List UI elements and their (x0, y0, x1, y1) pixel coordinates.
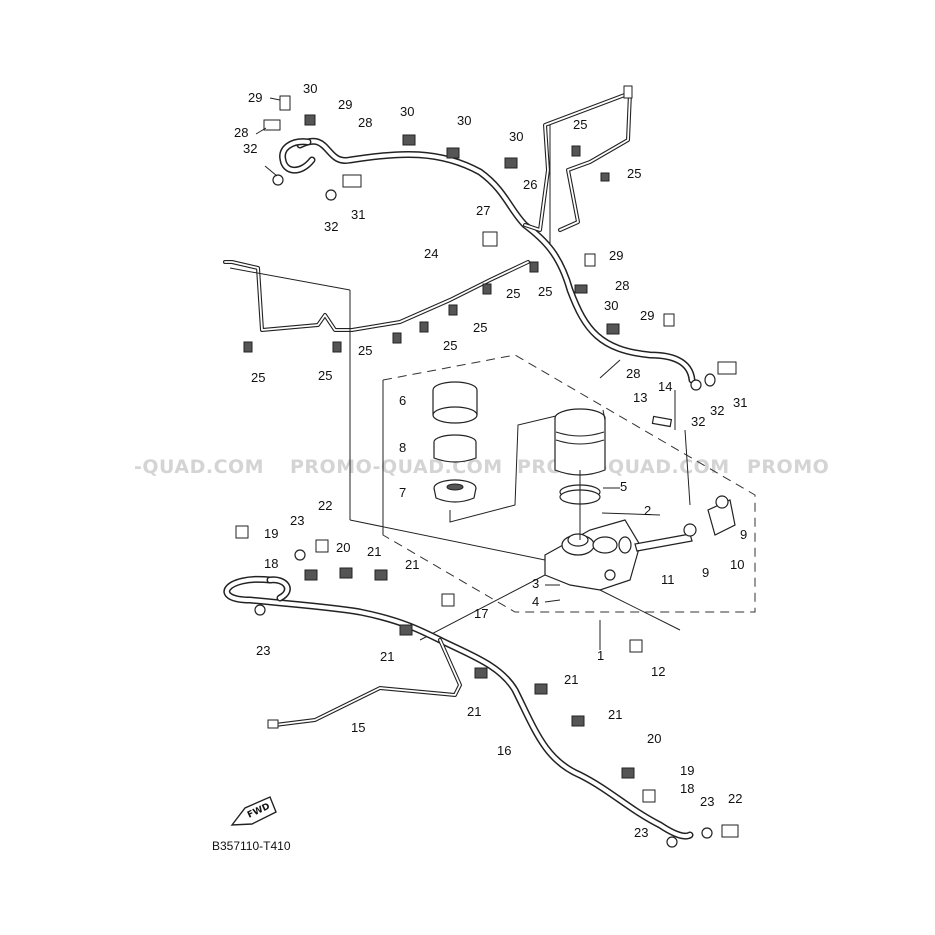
master-cylinder (419, 519, 681, 641)
callout-16: 16 (497, 743, 511, 758)
callout-12: 12 (651, 664, 665, 679)
callout-18: 18 (680, 781, 694, 796)
watermark-text: PROMO-QUAD.COM (517, 456, 730, 478)
callout-25: 25 (506, 286, 520, 301)
callout-31: 31 (733, 395, 747, 410)
callout-29: 29 (338, 97, 352, 112)
watermark-partial-right: PROMO (747, 456, 829, 478)
callout-11: 11 (661, 572, 675, 587)
reservoir-cap-parts (432, 381, 561, 523)
hose-clips (243, 114, 620, 353)
watermark-partial-left: -QUAD.COM (134, 456, 264, 478)
callout-3: 3 (532, 576, 539, 591)
reservoir-boot (554, 408, 606, 540)
banjo-fittings-left (263, 95, 362, 201)
callout-21: 21 (405, 557, 419, 572)
fwd-arrow-icon: FWD (230, 796, 277, 826)
callout-10: 10 (730, 557, 744, 572)
callout-21: 21 (564, 672, 578, 687)
callout-25: 25 (473, 320, 487, 335)
callout-21: 21 (608, 707, 622, 722)
callout-19: 19 (264, 526, 278, 541)
callout-28: 28 (358, 115, 372, 130)
callout-30: 30 (303, 81, 317, 96)
banjo-fittings-right (482, 231, 737, 391)
callout-13: 13 (633, 390, 647, 405)
callout-19: 19 (680, 763, 694, 778)
callout-25: 25 (358, 343, 372, 358)
callout-30: 30 (509, 129, 523, 144)
callout-30: 30 (604, 298, 618, 313)
callout-7: 7 (399, 485, 406, 500)
callout-29: 29 (248, 90, 262, 105)
callout-32: 32 (243, 141, 257, 156)
left-brake-pipe (223, 260, 546, 561)
callout-21: 21 (467, 704, 481, 719)
callout-9: 9 (702, 565, 709, 580)
callout-29: 29 (640, 308, 654, 323)
callout-26: 26 (523, 177, 537, 192)
callout-4: 4 (532, 594, 539, 609)
callout-25: 25 (573, 117, 587, 132)
callout-25: 25 (627, 166, 641, 181)
callout-18: 18 (264, 556, 278, 571)
callout-31: 31 (351, 207, 365, 222)
callout-20: 20 (336, 540, 350, 555)
callout-21: 21 (380, 649, 394, 664)
callout-8: 8 (399, 440, 406, 455)
callout-22: 22 (728, 791, 742, 806)
push-rod (634, 390, 736, 552)
upper-right-brake-pipe (523, 85, 633, 245)
callout-28: 28 (615, 278, 629, 293)
lower-fittings (235, 525, 739, 848)
callout-23: 23 (700, 794, 714, 809)
callout-32: 32 (324, 219, 338, 234)
callout-6: 6 (399, 393, 406, 408)
callout-17: 17 (474, 606, 488, 621)
callout-9: 9 (740, 527, 747, 542)
callout-23: 23 (256, 643, 270, 658)
callout-30: 30 (400, 104, 414, 119)
callout-2: 2 (644, 503, 651, 518)
lower-brake-pipe (267, 638, 462, 729)
callout-28: 28 (626, 366, 640, 381)
callout-28: 28 (234, 125, 248, 140)
callout-27: 27 (476, 203, 490, 218)
callout-32: 32 (691, 414, 705, 429)
callout-14: 14 (658, 379, 672, 394)
callout-numbers: 29 30 29 28 28 30 30 30 25 25 32 26 31 3… (234, 81, 747, 840)
callout-32: 32 (710, 403, 724, 418)
callout-25: 25 (251, 370, 265, 385)
callout-22: 22 (318, 498, 332, 513)
callout-25: 25 (538, 284, 552, 299)
callout-21: 21 (367, 544, 381, 559)
callout-29: 29 (609, 248, 623, 263)
callout-24: 24 (424, 246, 438, 261)
callout-1: 1 (597, 648, 604, 663)
watermark: -QUAD.COM PROMO-QUAD.COM PROMO-QUAD.COM … (134, 456, 829, 478)
callout-25: 25 (443, 338, 457, 353)
callout-20: 20 (647, 731, 661, 746)
callout-23: 23 (634, 825, 648, 840)
diagram-code: B357110-T410 (212, 839, 291, 853)
lower-brake-hose (223, 575, 694, 840)
callout-5: 5 (620, 479, 627, 494)
callout-15: 15 (351, 720, 365, 735)
leader-lines (255, 97, 661, 650)
callout-25: 25 (318, 368, 332, 383)
callout-30: 30 (457, 113, 471, 128)
callout-23: 23 (290, 513, 304, 528)
